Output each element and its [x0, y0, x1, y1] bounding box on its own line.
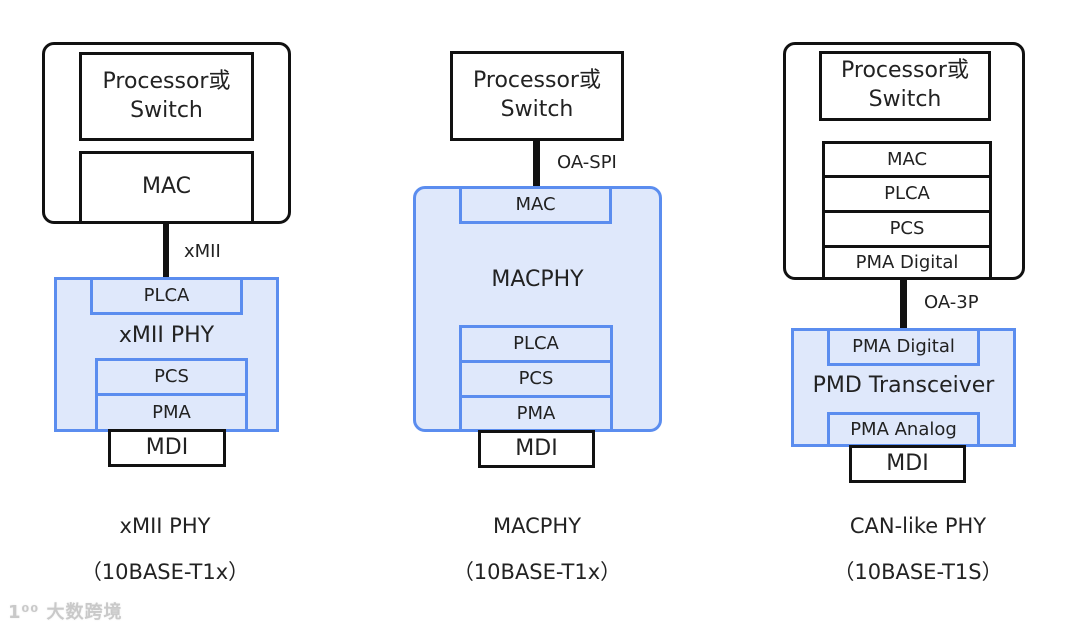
caption-subtitle: （10BASE-T1x） [80, 560, 250, 584]
oa-3p-link [900, 278, 907, 330]
interface-label: OA-SPI [557, 152, 617, 173]
pma-digital-layer: PMA Digital [827, 328, 980, 366]
caption-title: xMII PHY [119, 514, 211, 538]
host-pcs-layer: PCS [822, 210, 992, 248]
mac-box: MAC [79, 151, 254, 224]
xmii-link [163, 222, 169, 280]
mdi-box: MDI [849, 445, 966, 483]
pma-layer: PMA [95, 393, 248, 432]
host-mac-layer: MAC [822, 141, 992, 178]
plca-layer: PLCA [459, 325, 613, 363]
processor-box: Processor或 Switch [79, 52, 254, 141]
processor-box: Processor或 Switch [819, 51, 991, 121]
plca-layer: PLCA [90, 277, 243, 315]
caption-title: CAN-like PHY [849, 514, 987, 538]
oa-spi-link [533, 140, 540, 190]
host-pma-digital-layer: PMA Digital [822, 245, 992, 280]
phy-title: PMD Transceiver [812, 372, 995, 398]
pma-analog-layer: PMA Analog [827, 412, 980, 447]
host-plca-layer: PLCA [822, 175, 992, 213]
interface-label: xMII [184, 241, 221, 262]
interface-label: OA-3P [924, 292, 979, 313]
phy-title: xMII PHY [118, 322, 215, 348]
caption-subtitle: （10BASE-T1x） [452, 560, 622, 584]
caption-title: MACPHY [492, 514, 582, 538]
processor-box: Processor或 Switch [450, 51, 624, 141]
mdi-box: MDI [478, 430, 595, 468]
mdi-box: MDI [108, 429, 226, 467]
watermark-logo: 1⁰⁰ 大数跨境 [8, 602, 123, 623]
caption-subtitle: （10BASE-T1S） [833, 560, 1003, 584]
pcs-layer: PCS [95, 358, 248, 396]
pcs-layer: PCS [459, 360, 613, 398]
pma-layer: PMA [459, 395, 613, 432]
mac-layer: MAC [459, 186, 612, 224]
phy-title: MACPHY [491, 266, 584, 292]
